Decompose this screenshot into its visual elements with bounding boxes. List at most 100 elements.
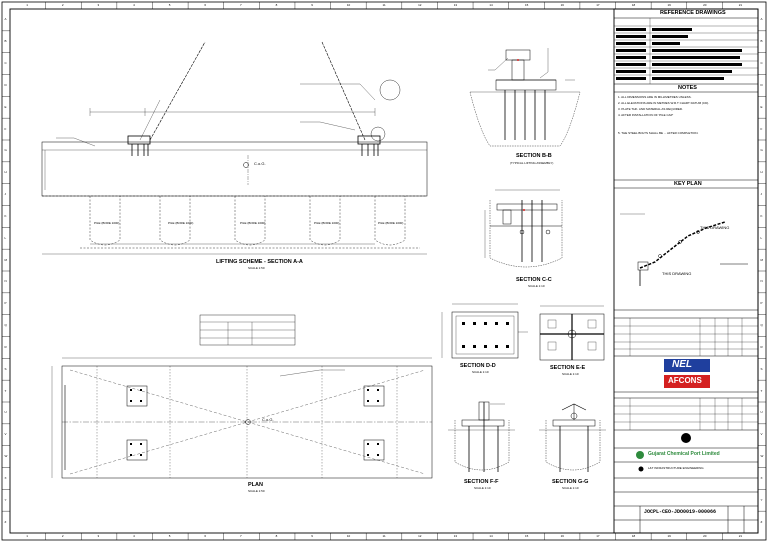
note-line-1: 1. ALL DIMENSIONS ARE IN MILLIMETRES UNL…	[618, 95, 692, 99]
border-row-label: C	[760, 61, 763, 66]
border-row-label: J	[760, 192, 763, 197]
border-row-label: F	[4, 126, 7, 131]
border-column-label: 13	[453, 534, 458, 538]
border-column-label: 2	[61, 534, 64, 538]
section-bb-scale: (TYPICAL LIFTING ASSEMBLY)	[510, 161, 554, 165]
border-column-label: 16	[560, 2, 564, 7]
section-bb-view	[469, 48, 581, 147]
border-column-label: 14	[489, 534, 493, 538]
pile-label-4: PILE (BORE 1000)	[314, 221, 340, 225]
border-row-label: A	[4, 17, 7, 22]
border-row-label: V	[4, 432, 7, 437]
title-block	[613, 8, 759, 534]
section-ee-view	[539, 305, 605, 361]
border-row-label: M	[760, 257, 764, 262]
border-column-label: 16	[560, 534, 564, 538]
border-row-label: V	[760, 432, 763, 437]
border-row-label: X	[760, 475, 763, 480]
note-line-3: 3. PLATE THK. AND MATERIAL AS REQUIRED.	[618, 107, 683, 111]
pile-label-5: PILE (BORE 1000)	[378, 221, 404, 225]
pile-label-3: PILE (BORE 1000)	[240, 221, 266, 225]
border-row-label: J	[4, 192, 7, 197]
border-row-label: S	[760, 366, 763, 371]
border-column-label: 11	[382, 534, 386, 538]
border-column-label: 19	[667, 534, 671, 538]
border-row-label: H	[4, 170, 7, 175]
border-column-label: 8	[275, 2, 278, 7]
border-column-label: 9	[311, 2, 313, 7]
border-column-label: 13	[453, 2, 458, 7]
border-row-label: D	[760, 82, 763, 87]
border-row-label: L	[760, 235, 763, 240]
border-column-label: 9	[311, 534, 313, 538]
border-column-label: 3	[97, 534, 100, 538]
section-dd-title: SECTION D-D	[460, 363, 496, 369]
section-dd-view	[441, 303, 528, 359]
border-row-label: P	[760, 301, 763, 306]
border-column-label: 18	[631, 534, 636, 538]
border-row-label: R	[760, 344, 763, 349]
border-column-label: 10	[346, 534, 351, 538]
section-aa-cog: C.o.G.	[254, 161, 266, 166]
border-column-label: 2	[61, 2, 64, 7]
border-column-label: 10	[346, 2, 351, 7]
section-gg-scale: SCALE 1:10	[562, 486, 579, 490]
border-column-label: 5	[168, 534, 171, 538]
pile-label-1: PILE (BORE 1000)	[94, 221, 120, 225]
border-column-label: 14	[489, 2, 493, 7]
border-row-label: Y	[760, 497, 763, 502]
border-row-label: L	[4, 235, 7, 240]
consultant-name: L&T INFRASTRUCTURE ENGINEERING	[648, 466, 704, 470]
border-column-label: 7	[240, 2, 242, 7]
section-aa-view	[41, 41, 428, 255]
border-column-label: 20	[703, 2, 707, 7]
border-row-label: M	[4, 257, 8, 262]
key-plan-this-drawing-1: THIS DRAWING	[700, 225, 730, 230]
client-name: Gujarat Chemical Port Limited	[648, 451, 720, 457]
border-column-label: 12	[418, 534, 422, 538]
border-column-label: 17	[596, 534, 600, 538]
border-row-label: S	[4, 366, 7, 371]
border-column-label: 1	[26, 2, 28, 7]
border-row-label: Q	[4, 323, 7, 328]
border-row-label: B	[760, 39, 763, 44]
note-line-2: 2. ALL ELEVATIONS ARE IN METRES W.R.T CH…	[618, 101, 710, 105]
red-markers	[517, 59, 525, 211]
border-column-label: 21	[738, 534, 743, 538]
border-row-label: T	[760, 388, 763, 393]
border-column-label: 1	[26, 534, 28, 538]
border-column-label: 8	[275, 534, 278, 538]
border-row-label: U	[4, 410, 7, 415]
border-row-label: U	[760, 410, 763, 415]
border-column-label: 21	[738, 2, 743, 7]
section-ff-view	[448, 401, 515, 472]
border-row-label: E	[4, 104, 7, 109]
border-column-label: 5	[168, 2, 171, 7]
section-aa-scale: SCALE 1:50	[248, 266, 265, 270]
plan-title: PLAN	[248, 482, 263, 488]
border-row-label: T	[4, 388, 7, 393]
section-ee-scale: SCALE 1:10	[562, 372, 579, 376]
border-column-label: 18	[631, 2, 636, 7]
border-row-label: X	[4, 475, 7, 480]
key-plan-title: KEY PLAN	[674, 181, 702, 187]
border-column-label: 4	[133, 534, 135, 538]
border-row-label: K	[760, 213, 763, 218]
section-gg-title: SECTION G-G	[552, 479, 589, 485]
border-column-label: 6	[204, 2, 207, 7]
border-row-label: N	[4, 279, 7, 284]
border-column-label: 4	[133, 2, 135, 7]
note-line-5: 5. THE STEEL BOLTS SHALL BE ... AFTER CO…	[618, 131, 699, 135]
plan-scale: SCALE 1:50	[248, 489, 265, 493]
section-aa-title: LIFTING SCHEME - SECTION A-A	[216, 259, 303, 265]
border-row-label: C	[4, 61, 7, 66]
section-dd-scale: SCALE 1:10	[472, 370, 489, 374]
border-row-label: K	[4, 213, 7, 218]
afcons-logo: AFCONS	[668, 376, 702, 385]
section-gg-view	[539, 403, 606, 472]
section-cc-view	[484, 189, 563, 268]
border-column-label: 11	[382, 2, 386, 7]
notes-heading: NOTES	[678, 85, 697, 91]
